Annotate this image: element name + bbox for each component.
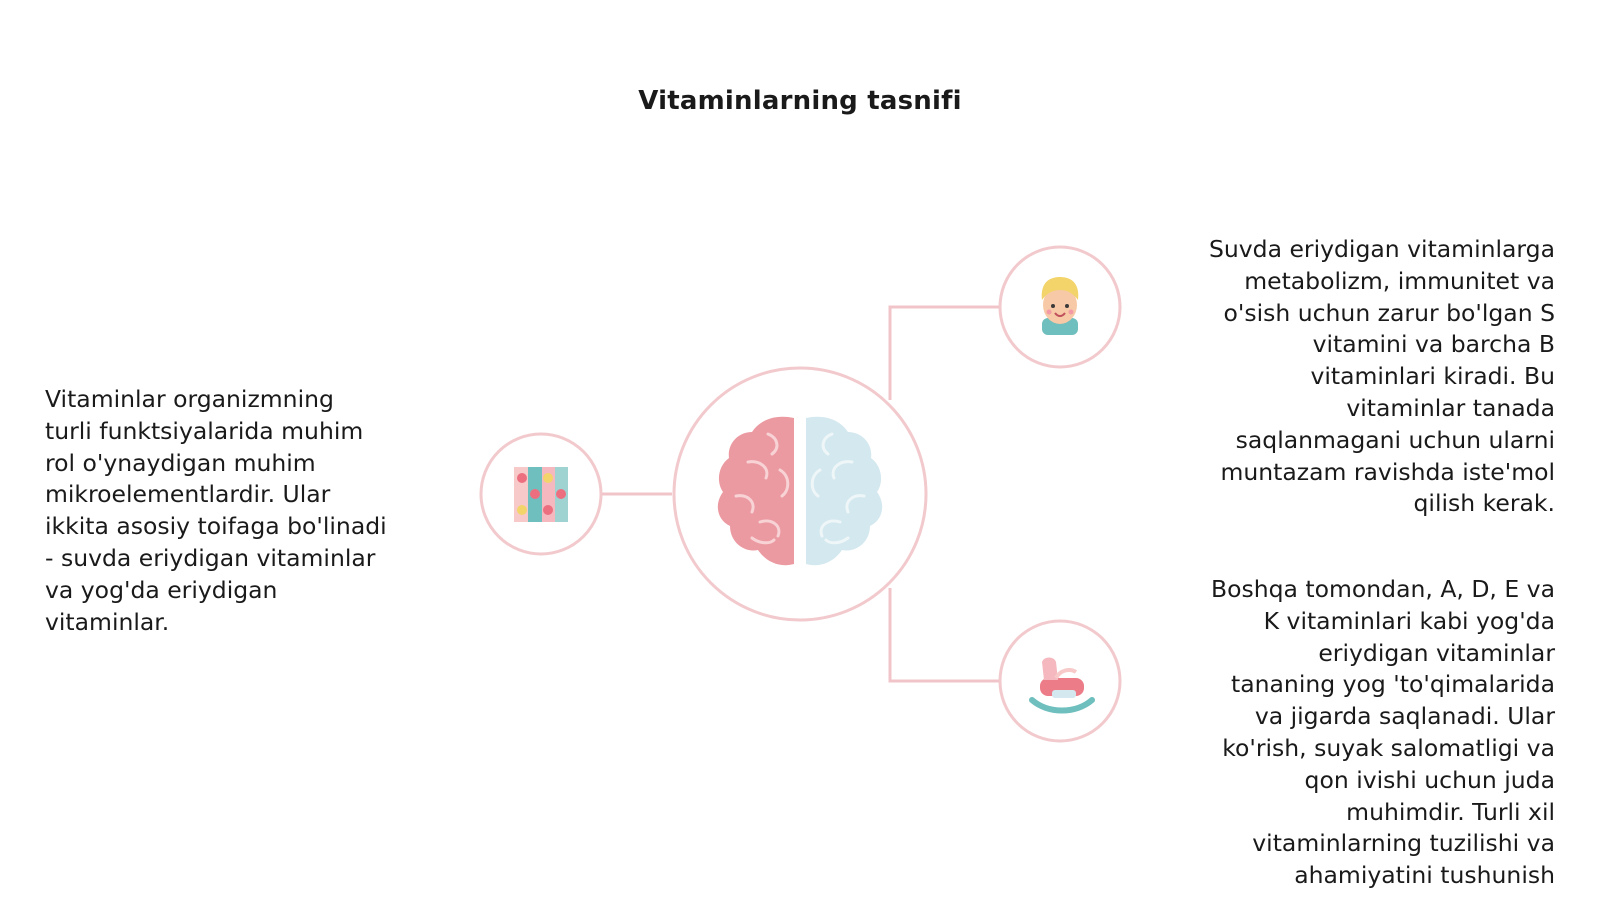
fat-soluble-text-line: ko'rish, suyak salomatligi va <box>1222 733 1555 762</box>
water-soluble-text-line: muntazam ravishda iste'mol <box>1220 457 1555 486</box>
intro-text-line: turli funktsiyalarida muhim <box>45 416 364 445</box>
intro-text-line: Vitaminlar organizmning <box>45 385 334 413</box>
fat-soluble-text-line: tananing yog 'to'qimalarida <box>1231 670 1555 699</box>
top-right-node <box>998 245 1122 369</box>
fat-soluble-text-line: va jigarda saqlanadi. Ular <box>1254 702 1555 731</box>
intro-text-line: ikkita asosiy toifaga bo'linadi <box>45 512 387 541</box>
water-soluble-text-line: Suvda eriydigan vitaminlarga <box>1208 235 1555 263</box>
brain-icon <box>717 416 883 566</box>
child-face-icon <box>1041 277 1079 335</box>
connector-top-right <box>888 305 1000 400</box>
center-node <box>672 366 928 622</box>
blocks-icon <box>514 467 568 522</box>
fat-soluble-text: Boshqa tomondan, A, D, E va K vitaminlar… <box>1211 574 1555 892</box>
fat-soluble-text-line: eriydigan vitaminlar <box>1318 638 1555 667</box>
water-soluble-text-line: vitaminlar tanada <box>1346 393 1555 422</box>
water-soluble-text-line: vitaminlari kiradi. Bu <box>1310 362 1555 391</box>
water-soluble-text-line: metabolizm, immunitet va <box>1244 266 1555 295</box>
intro-text-line: vitaminlar. <box>45 607 170 636</box>
fat-soluble-text-line: vitaminlarning tuzilishi va <box>1252 829 1555 858</box>
water-soluble-text: Suvda eriydigan vitaminlarga metabolizm,… <box>1209 234 1555 520</box>
water-soluble-text-line: o'sish uchun zarur bo'lgan S <box>1223 298 1556 327</box>
intro-text-line: - suvda eriydigan vitaminlar <box>45 543 376 572</box>
water-soluble-text-line: qilish kerak. <box>1413 489 1555 518</box>
rocking-horse-icon <box>1029 657 1095 714</box>
water-soluble-text-line: saqlanmagani uchun ularni <box>1235 425 1555 454</box>
bottom-right-node <box>998 619 1122 743</box>
connector-bottom-right <box>888 588 1000 683</box>
fat-soluble-text-line: K vitaminlari kabi yog'da <box>1263 606 1555 635</box>
left-node <box>479 432 603 556</box>
fat-soluble-text-line: Boshqa tomondan, A, D, E va <box>1210 575 1555 603</box>
connector-lines <box>601 305 1000 683</box>
intro-text-line: mikroelementlardir. Ular <box>45 480 331 509</box>
intro-text: Vitaminlar organizmning turli funktsiyal… <box>45 384 387 638</box>
intro-text-line: rol o'ynaydigan muhim <box>45 448 316 477</box>
intro-text-line: va yog'da eriydigan <box>45 575 278 604</box>
water-soluble-text-line: vitamini va barcha B <box>1312 330 1555 359</box>
fat-soluble-text-line: ahamiyatini tushunish <box>1294 861 1555 890</box>
fat-soluble-text-line: muhimdir. Turli xil <box>1346 797 1555 826</box>
page-title: Vitaminlarning tasnifi <box>638 86 962 116</box>
fat-soluble-text-line: qon ivishi uchun juda <box>1304 765 1555 794</box>
